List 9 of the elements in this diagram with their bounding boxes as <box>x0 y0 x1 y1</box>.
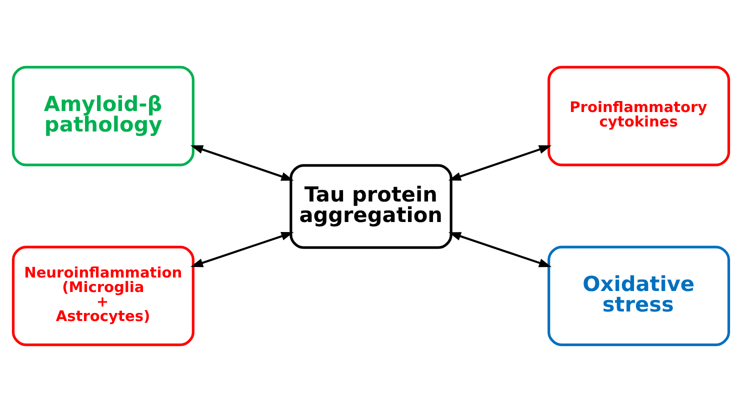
arrow <box>448 232 552 267</box>
node-box: Amyloid-β pathology <box>12 65 194 166</box>
node-box: Tau protein aggregation <box>290 164 452 248</box>
arrow <box>190 232 294 267</box>
node-box: Proinflammatory cytokines <box>548 65 730 166</box>
node-box: Neuroinflammation (Microglia + Astrocytes) <box>12 245 194 346</box>
arrow <box>448 144 552 180</box>
node-box: Oxidative stress <box>548 245 730 346</box>
arrow <box>190 144 294 180</box>
